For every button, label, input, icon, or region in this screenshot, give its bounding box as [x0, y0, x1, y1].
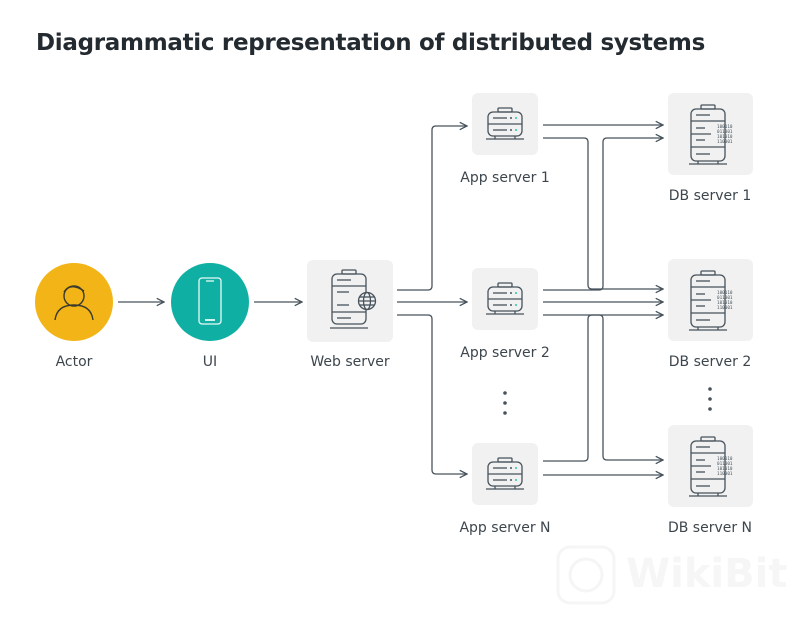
edge-web-appn [397, 314, 467, 474]
app-server-1-label: App server 1 [460, 170, 550, 186]
app-server-n-label: App server N [459, 520, 551, 536]
svg-text:101010: 101010 [717, 300, 733, 306]
db-server-n-label: DB server N [667, 520, 753, 536]
smartphone-icon [198, 277, 222, 325]
watermark: WikiBit [556, 545, 787, 609]
ui-label: UI [202, 354, 218, 370]
svg-text:110001: 110001 [717, 471, 733, 477]
watermark-text: WikiBit [626, 551, 788, 597]
svg-text:101010: 101010 [717, 134, 733, 140]
edge-app2-db1 [543, 138, 663, 291]
web-server-globe-icon [330, 269, 377, 329]
actor-node [35, 263, 113, 341]
watermark-logo-icon [556, 545, 616, 605]
edge-web-app1 [397, 126, 467, 291]
svg-text:101010: 101010 [717, 466, 733, 472]
edge-appn-db2 [543, 315, 663, 462]
app-ellipsis-icon [503, 391, 507, 415]
diagram-title: Diagrammatic representation of distribut… [36, 30, 705, 56]
edge-app2-dbn [543, 314, 663, 460]
db-server-1-label: DB server 1 [668, 188, 752, 204]
svg-text:110001: 110001 [717, 139, 733, 145]
svg-text:100110: 100110 [717, 290, 733, 296]
svg-text:100110: 100110 [717, 124, 733, 130]
web-server-label: Web server [310, 354, 390, 370]
person-icon [54, 285, 94, 321]
server-icon [485, 282, 525, 315]
svg-text:100110: 100110 [717, 456, 733, 462]
db-server-2-label: DB server 2 [668, 354, 752, 370]
svg-text:011001: 011001 [717, 295, 733, 301]
svg-text:011001: 011001 [717, 129, 733, 135]
svg-text:110001: 110001 [717, 305, 733, 311]
server-icon [485, 107, 525, 140]
actor-label: Actor [55, 354, 93, 370]
ui-node [171, 263, 249, 341]
server-icon [485, 457, 525, 490]
edge-app1-db2 [543, 137, 663, 289]
db-ellipsis-icon [708, 387, 712, 411]
app-server-2-label: App server 2 [460, 345, 550, 361]
svg-text:011001: 011001 [717, 461, 733, 467]
